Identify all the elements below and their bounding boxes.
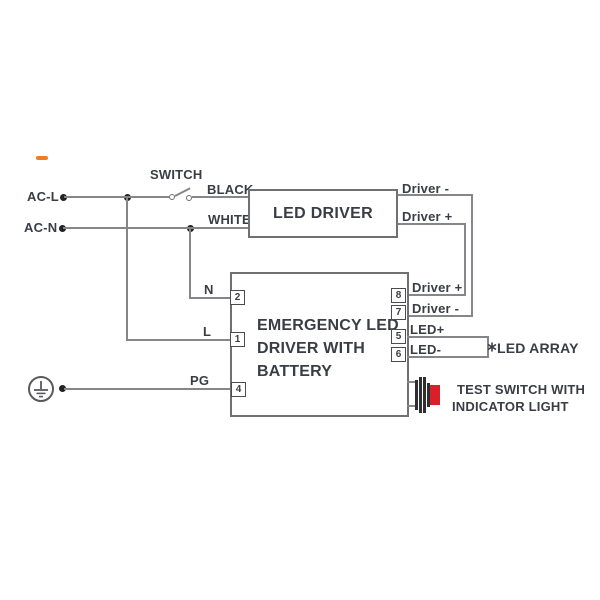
- wire-test-switch-bottom: [407, 405, 417, 407]
- led-array-star-icon: [487, 342, 497, 352]
- wire-driver-plus-drop: [464, 223, 466, 296]
- emergency-title-line1: EMERGENCY LED: [257, 317, 399, 334]
- led-driver-title: LED DRIVER: [273, 204, 373, 222]
- terminal-5: 5: [391, 329, 406, 344]
- led-minus-label: LED-: [410, 342, 442, 357]
- led-plus-label: LED+: [410, 322, 445, 337]
- ac-n-label: AC-N: [24, 220, 58, 235]
- wire-ac-n: [63, 227, 248, 229]
- emergency-title-line2: DRIVER WITH: [257, 340, 365, 357]
- n-wire-label: N: [204, 282, 214, 297]
- terminal-4: 4: [231, 382, 246, 397]
- terminal-8: 8: [391, 288, 406, 303]
- led-array-label: LED ARRAY: [497, 340, 579, 356]
- wire-led-minus: [407, 356, 489, 358]
- wire-led-array-end: [487, 336, 489, 358]
- wire-driver-minus-in: [407, 315, 473, 317]
- ac-n-terminal-dot: [59, 225, 66, 232]
- led-driver-box: LED DRIVER: [248, 189, 398, 238]
- test-switch-label-line2: INDICATOR LIGHT: [452, 399, 569, 414]
- wire-driver-minus-out: [398, 194, 473, 196]
- driver-plus-input-label: Driver +: [412, 280, 463, 295]
- wire-ac-l: [64, 196, 169, 198]
- wire-driver-plus-out: [398, 223, 466, 225]
- terminal-2: 2: [230, 290, 245, 305]
- l-wire-label: L: [203, 324, 212, 339]
- emergency-title-line3: BATTERY: [257, 363, 333, 380]
- switch-contact-icon: [186, 195, 192, 201]
- driver-plus-output-label: Driver +: [402, 209, 453, 224]
- pg-wire-label: PG: [190, 373, 210, 388]
- orange-accent-mark: [36, 156, 48, 160]
- driver-minus-output-label: Driver -: [402, 181, 450, 196]
- wire-n-input: [189, 297, 231, 299]
- ground-terminal-dot: [59, 385, 66, 392]
- driver-minus-input-label: Driver -: [412, 301, 460, 316]
- wire-line-drop: [126, 197, 128, 340]
- wire-driver-plus-in: [407, 294, 466, 296]
- wire-switch-to-driver: [192, 196, 249, 198]
- switch-contact-icon: [169, 194, 175, 200]
- test-switch-label-line1: TEST SWITCH WITH: [457, 382, 586, 397]
- wire-led-plus: [407, 336, 489, 338]
- ac-l-terminal-dot: [60, 194, 67, 201]
- black-wire-label: BLACK: [207, 182, 254, 197]
- emergency-driver-box: [230, 272, 409, 417]
- terminal-6: 6: [391, 347, 406, 362]
- wire-neutral-drop: [189, 228, 191, 298]
- switch-label: SWITCH: [150, 167, 203, 182]
- wire-test-switch-top: [407, 381, 417, 383]
- terminal-7: 7: [391, 305, 406, 320]
- wire-pg: [64, 388, 233, 390]
- earth-ground-icon: [28, 376, 54, 402]
- wire-driver-minus-drop: [471, 194, 473, 317]
- emergency-driver-title: EMERGENCY LED DRIVER WITH BATTERY: [257, 314, 399, 383]
- white-wire-label: WHITE: [208, 212, 251, 227]
- ac-l-label: AC-L: [27, 189, 59, 204]
- terminal-1: 1: [230, 332, 245, 347]
- wire-l-input: [126, 339, 231, 341]
